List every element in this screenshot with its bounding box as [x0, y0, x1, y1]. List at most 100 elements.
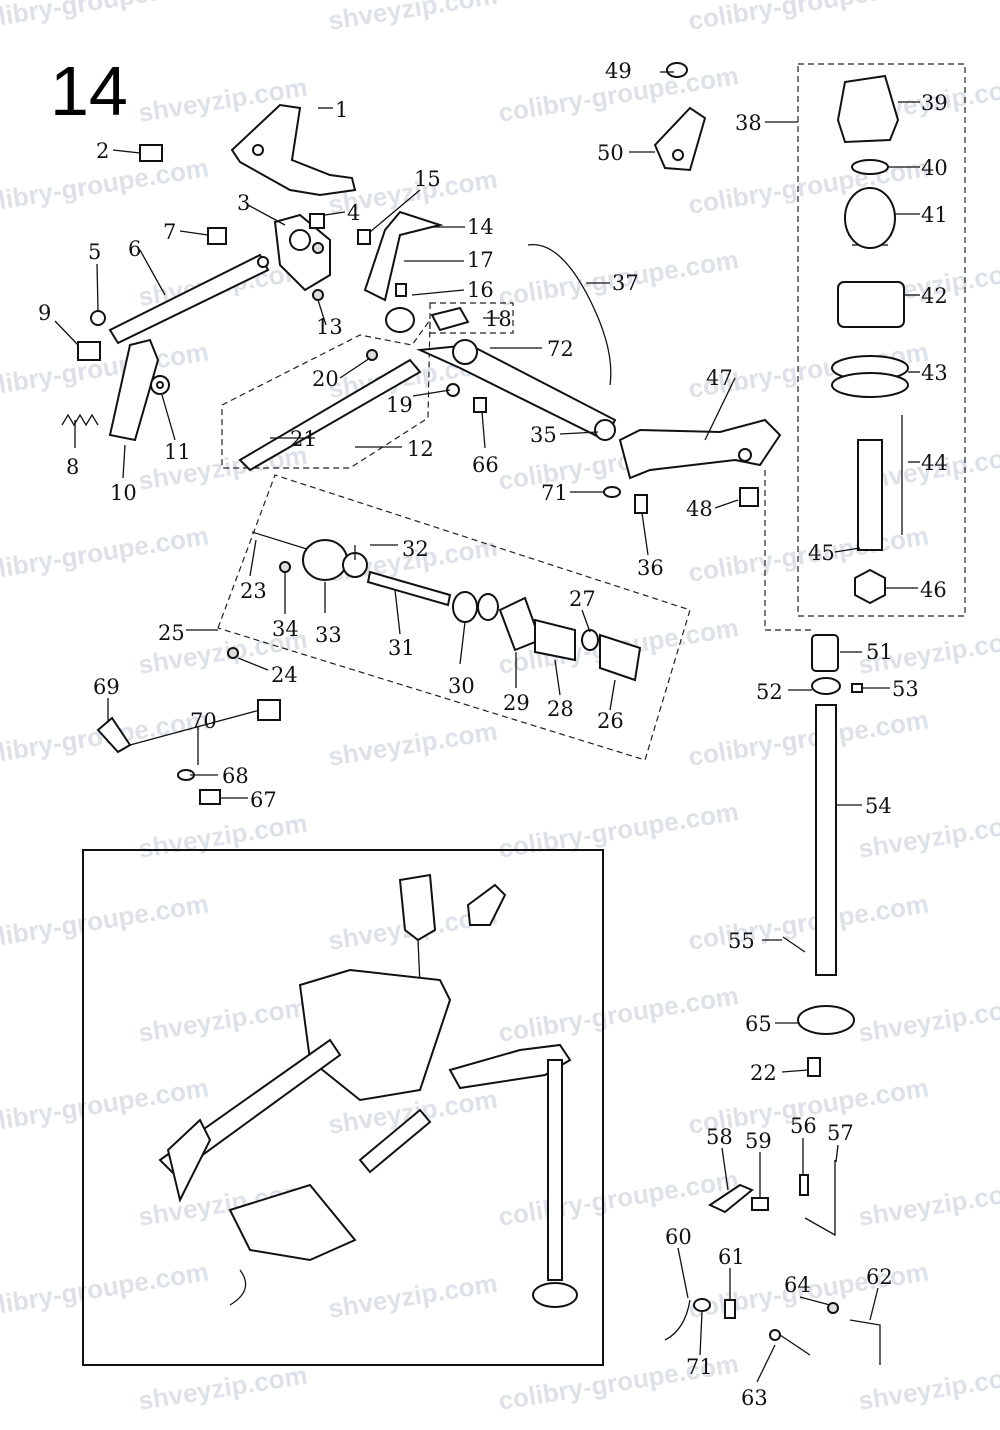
part-number-label: 37: [612, 271, 639, 295]
part-number-label: 21: [290, 427, 317, 451]
part-number-label: 45: [808, 541, 835, 565]
watermark-text: colibry-groupe.com: [496, 1164, 740, 1232]
part-number-label: 66: [472, 453, 499, 477]
watermark-text: colibry-groupe.com: [686, 704, 930, 772]
watermark-text: colibry-groupe.com: [0, 520, 211, 588]
part-number-label: 58: [706, 1125, 733, 1149]
part-number-label: 46: [920, 578, 947, 602]
part-number-label: 49: [605, 59, 632, 83]
small-parts: [664, 1160, 881, 1365]
part-number-label: 16: [467, 278, 494, 302]
part-number-label: 69: [93, 675, 120, 699]
watermark-text: colibry-groupe.com: [0, 336, 211, 404]
part-number-label: 32: [402, 537, 429, 561]
part-number-label: 68: [222, 764, 249, 788]
part-number-label: 11: [164, 440, 191, 464]
part-number-label: 3: [237, 191, 250, 215]
part-number-label: 65: [745, 1012, 772, 1036]
part-number-label: 6: [128, 237, 141, 261]
group-outlines: [217, 63, 966, 761]
part-number-label: 7: [163, 220, 176, 244]
part-number-label: 40: [921, 156, 948, 180]
watermark-text: colibry-groupe.com: [0, 1072, 211, 1140]
part-number-label: 8: [66, 455, 79, 479]
part-number-label: 47: [706, 366, 733, 390]
watermark-text: colibry-groupe.com: [0, 888, 211, 956]
watermark-text: colibry-groupe.com: [686, 888, 930, 956]
part-number-label: 4: [347, 201, 360, 225]
part-number-label: 63: [741, 1386, 768, 1410]
part-number-label: 24: [271, 663, 298, 687]
tension-assembly: [227, 531, 642, 682]
watermark-text: shveyzip.com: [326, 716, 499, 772]
part-number-label: 1: [335, 98, 348, 122]
part-number-label: 56: [790, 1114, 817, 1138]
part-number-label: 67: [250, 788, 277, 812]
part-number-label: 39: [921, 91, 948, 115]
part-number-label: 5: [88, 240, 101, 264]
part-number-label: 48: [686, 497, 713, 521]
part-number-label: 62: [866, 1265, 893, 1289]
part-number-label: 31: [388, 636, 415, 660]
part-number-label: 42: [921, 284, 948, 308]
part-number-label: 54: [865, 794, 892, 818]
part-number-label: 14: [467, 215, 494, 239]
watermark-text: colibry-groupe.com: [0, 1256, 211, 1324]
part-number-label: 34: [272, 617, 299, 641]
watermark-text: shveyzip.com: [136, 1360, 309, 1416]
watermark-text: shveyzip.com: [856, 1360, 1000, 1416]
part-number-label: 26: [597, 709, 624, 733]
watermark-text: shveyzip.com: [326, 1268, 499, 1324]
leader-lines: [54, 71, 920, 1383]
part-number-label: 27: [569, 587, 596, 611]
part-number-label: 50: [597, 141, 624, 165]
part-number-label: 72: [547, 337, 574, 361]
part-number-label: 19: [386, 393, 413, 417]
linkage-parts: [61, 62, 782, 514]
part-number-label: 52: [756, 680, 783, 704]
left-parts: [96, 699, 281, 805]
part-number-label: 57: [827, 1121, 854, 1145]
part-number-label: 28: [547, 697, 574, 721]
part-number-label: 9: [38, 301, 51, 325]
part-number-label: 23: [240, 579, 267, 603]
part-number-label: 30: [448, 674, 475, 698]
tension-column: [831, 74, 909, 605]
watermark-text: colibry-groupe.com: [686, 0, 930, 36]
part-number-label: 17: [467, 248, 494, 272]
part-number-label: 71: [541, 481, 568, 505]
part-number-label: 38: [735, 111, 762, 135]
part-number-label: 36: [637, 556, 664, 580]
part-number-label: 53: [892, 677, 919, 701]
part-number-label: 55: [728, 929, 755, 953]
part-number-label: 25: [158, 621, 185, 645]
part-number-label: 64: [784, 1273, 811, 1297]
part-number-label: 60: [665, 1225, 692, 1249]
watermark-text: colibry-groupe.com: [0, 0, 211, 36]
part-number-label: 20: [312, 367, 339, 391]
part-number-label: 29: [503, 691, 530, 715]
watermark-text: shveyzip.com: [136, 992, 309, 1048]
part-number-label: 71: [686, 1355, 713, 1379]
part-number-label: 41: [921, 203, 948, 227]
part-number-label: 61: [718, 1245, 745, 1269]
part-number-label: 33: [315, 623, 342, 647]
assembly-inset: [82, 849, 604, 1366]
watermark-text: colibry-groupe.com: [496, 980, 740, 1048]
watermark-text: shveyzip.com: [856, 1176, 1000, 1232]
watermark-text: shveyzip.com: [856, 992, 1000, 1048]
watermark-text: colibry-groupe.com: [496, 796, 740, 864]
part-number-label: 43: [921, 361, 948, 385]
page-number: 14: [50, 52, 128, 130]
shaft-assembly: [782, 634, 863, 1077]
part-number-label: 15: [414, 167, 441, 191]
watermark-text: shveyzip.com: [136, 808, 309, 864]
part-number-label: 13: [316, 315, 343, 339]
part-number-label: 70: [190, 709, 217, 733]
part-number-label: 18: [485, 307, 512, 331]
part-number-label: 12: [407, 437, 434, 461]
part-number-label: 44: [921, 451, 948, 475]
part-number-label: 35: [530, 423, 557, 447]
